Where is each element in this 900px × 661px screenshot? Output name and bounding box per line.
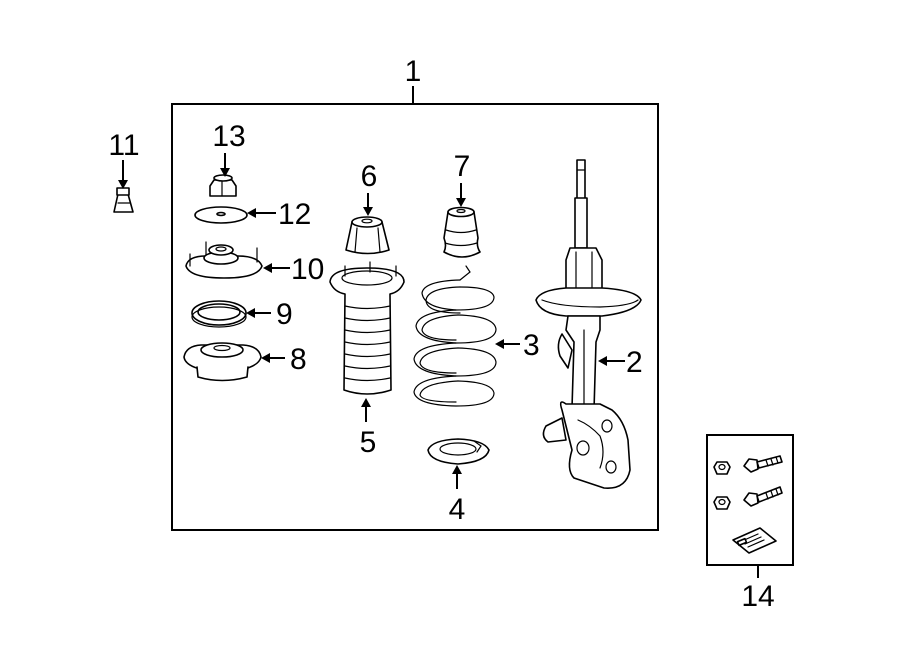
part-14-hardware-kit[interactable]: [713, 455, 783, 554]
arrow-10: [263, 263, 290, 273]
part-8-bearing[interactable]: [183, 342, 262, 382]
callout-12[interactable]: 12: [278, 198, 311, 231]
arrow-12: [247, 208, 276, 218]
part-10-strut-mount[interactable]: [185, 241, 263, 279]
arrow-7: [456, 183, 466, 207]
arrow-4: [452, 465, 462, 489]
callout-9[interactable]: 9: [276, 298, 293, 331]
callout-1[interactable]: 1: [405, 55, 422, 88]
part-12-washer[interactable]: [194, 206, 248, 224]
arrow-8: [261, 353, 285, 363]
arrow-9: [246, 308, 271, 318]
part-13-nut[interactable]: [209, 174, 237, 197]
part-9-spring-seat[interactable]: [191, 300, 247, 328]
arrow-5: [361, 398, 371, 422]
part-2-strut[interactable]: [535, 159, 642, 489]
part-3-coil-spring[interactable]: [413, 265, 497, 407]
callout-8[interactable]: 8: [290, 343, 307, 376]
callout-7[interactable]: 7: [454, 150, 471, 183]
assembly-frame: [171, 103, 659, 531]
part-5-dust-boot[interactable]: [329, 261, 405, 395]
arrow-11: [118, 160, 128, 189]
part-11-clip[interactable]: [113, 187, 134, 213]
arrow-2: [598, 356, 625, 366]
part-7-bump-stop[interactable]: [443, 206, 481, 258]
callout-6[interactable]: 6: [361, 160, 378, 193]
arrow-13: [220, 153, 230, 177]
arrow-3: [495, 339, 520, 349]
callout-14[interactable]: 14: [741, 580, 774, 613]
hardware-kit-frame: [706, 434, 794, 566]
arrow-6: [363, 193, 373, 216]
part-6-bump-stop-cap[interactable]: [345, 216, 390, 255]
callout-4[interactable]: 4: [449, 493, 466, 526]
callout-11[interactable]: 11: [108, 129, 139, 162]
callout-3[interactable]: 3: [523, 329, 540, 362]
part-4-spring-insulator[interactable]: [427, 438, 490, 465]
callout-5[interactable]: 5: [360, 426, 377, 459]
callout-13[interactable]: 13: [212, 120, 245, 153]
callout-2[interactable]: 2: [626, 346, 643, 379]
callout-10[interactable]: 10: [291, 253, 324, 286]
